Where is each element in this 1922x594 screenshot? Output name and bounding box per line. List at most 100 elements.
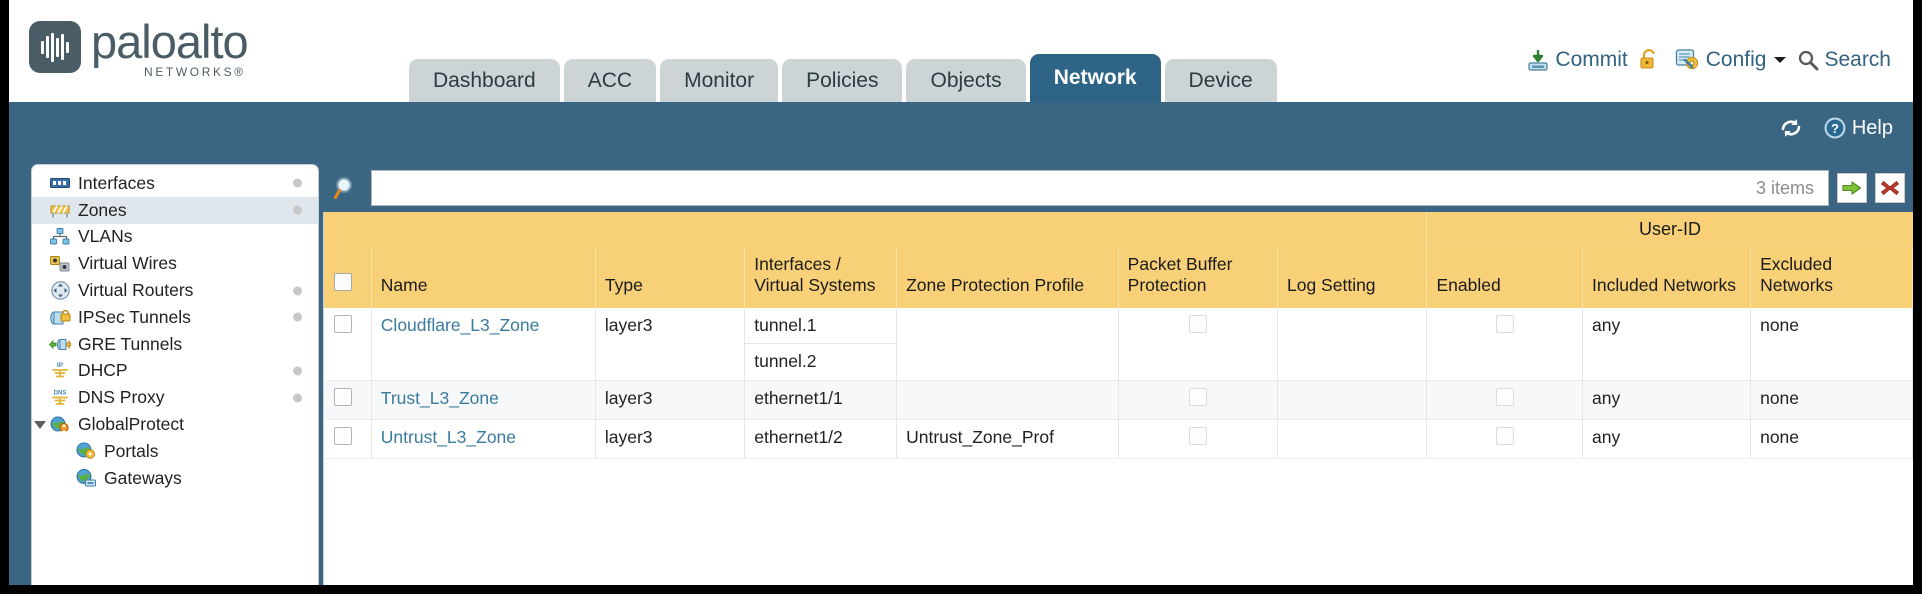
config-menu-button[interactable]: Config [1675,48,1788,72]
dns-proxy-icon: DNS [49,389,71,407]
sidebar-item-virtual-routers[interactable]: Virtual Routers [32,277,318,304]
packet-buffer-checkbox[interactable] [1188,427,1207,446]
brand-logo[interactable]: paloalto NETWORKS® [29,15,249,78]
search-button[interactable]: Search [1797,48,1891,72]
commit-icon [1526,48,1550,72]
sidebar-item-gateways[interactable]: Gateways [32,465,318,492]
table-row[interactable]: Trust_L3_Zone layer3 ethernet1/1 [324,380,1913,421]
sidebar-item-dhcp[interactable]: IP DHCP [32,358,318,385]
column-header-name[interactable]: Name [371,247,596,308]
status-dot [293,312,302,322]
globalprotect-icon [49,416,71,434]
zone-link[interactable]: Trust_L3_Zone [380,388,499,409]
tab-objects[interactable]: Objects [906,59,1026,102]
chevron-down-icon[interactable] [34,420,46,429]
unlock-button[interactable] [1638,48,1665,72]
sidebar-item-ipsec-tunnels[interactable]: IPSec Tunnels [32,304,318,331]
interfaces-icon [49,174,71,192]
row-select-cell [324,380,372,421]
table-row[interactable]: Cloudflare_L3_Zone layer3 tunnel.1 tunne… [324,307,1913,382]
search-icon [1797,49,1819,71]
userid-enabled-checkbox[interactable] [1495,427,1514,446]
cell-name: Cloudflare_L3_Zone [371,307,596,382]
apply-filter-button[interactable] [1837,173,1867,203]
virtual-routers-icon [49,281,71,300]
tab-device[interactable]: Device [1164,59,1277,102]
column-header-type[interactable]: Type [595,247,746,308]
sidebar-item-globalprotect[interactable]: GlobalProtect [32,411,318,438]
cell-excluded-networks: none [1750,307,1913,382]
column-header-log-setting[interactable]: Log Setting [1277,247,1428,308]
sidebar-item-interfaces[interactable]: Interfaces [32,170,318,197]
cell-log-setting [1277,419,1428,460]
help-button[interactable]: ? Help [1823,116,1893,140]
userid-enabled-checkbox[interactable] [1495,314,1514,333]
column-header-userid-enabled[interactable]: Enabled [1426,247,1584,308]
portals-icon [75,442,97,460]
table-body: Cloudflare_L3_Zone layer3 tunnel.1 tunne… [324,307,1913,460]
virtual-wires-icon [49,255,71,273]
column-header-packet-buffer-protection[interactable]: Packet Buffer Protection [1118,247,1279,308]
cell-log-setting [1277,380,1428,421]
sidebar-item-portals[interactable]: Portals [32,438,318,465]
sidebar-item-dns-proxy[interactable]: DNS DNS Proxy [32,384,318,411]
filter-bar: 3 items [323,164,1913,212]
userid-enabled-checkbox[interactable] [1495,388,1514,407]
row-checkbox[interactable] [334,427,352,446]
sidebar-item-label: DNS Proxy [78,387,165,408]
ipsec-tunnels-icon [49,308,71,326]
select-all-checkbox[interactable] [334,272,352,291]
cell-userid-enabled [1426,419,1584,460]
cell-userid-enabled [1426,380,1584,421]
status-dot [293,205,302,215]
column-header-excluded-networks[interactable]: Excluded Networks [1750,247,1913,308]
tab-network[interactable]: Network [1029,54,1161,102]
row-checkbox[interactable] [334,314,352,333]
svg-text:DNS: DNS [54,391,67,397]
cell-packet-buffer [1118,419,1279,460]
commit-button[interactable]: Commit [1526,48,1628,72]
zone-link[interactable]: Cloudflare_L3_Zone [380,314,540,335]
sidebar-item-virtual-wires[interactable]: Virtual Wires [32,250,318,277]
paloalto-logo-icon [29,21,81,73]
refresh-button[interactable] [1778,116,1809,140]
table-row[interactable]: Untrust_L3_Zone layer3 ethernet1/2 Untru… [324,419,1913,460]
help-icon: ? [1823,116,1847,140]
tab-dashboard[interactable]: Dashboard [409,59,560,102]
brand-name: paloalto [91,15,249,68]
config-label: Config [1705,48,1767,71]
row-checkbox[interactable] [334,388,352,407]
tab-acc[interactable]: ACC [563,59,657,102]
filter-input-wrap[interactable]: 3 items [371,170,1829,206]
column-header-zone-protection-profile[interactable]: Zone Protection Profile [896,247,1119,308]
packet-buffer-checkbox[interactable] [1188,388,1207,407]
table-header-row: Name Type Interfaces / Virtual Systems Z… [324,247,1913,308]
tab-monitor[interactable]: Monitor [660,59,779,102]
commit-label: Commit [1555,48,1628,71]
status-dot [293,366,302,376]
sidebar-item-label: DHCP [78,360,128,381]
column-header-included-networks[interactable]: Included Networks [1582,247,1752,308]
packet-buffer-checkbox[interactable] [1188,314,1207,333]
top-actions: Commit [1526,48,1891,72]
sidebar-item-zones[interactable]: Zones [32,196,318,224]
status-dot [293,286,302,296]
content-panel: 3 items [323,164,1913,585]
cell-type: layer3 [595,419,746,460]
interface-entry: tunnel.2 [754,351,817,372]
cell-packet-buffer [1118,307,1279,382]
filter-search-icon[interactable] [329,175,363,201]
clear-filter-button[interactable] [1875,173,1905,203]
cell-log-setting [1277,307,1428,382]
zone-link[interactable]: Untrust_L3_Zone [380,427,517,448]
group-header-userid: User-ID [1426,212,1913,249]
chevron-down-icon[interactable] [1773,55,1787,65]
search-input[interactable] [382,171,1756,205]
sidebar-item-gre-tunnels[interactable]: GRE Tunnels [32,331,318,358]
status-dot [293,393,302,403]
column-header-interfaces[interactable]: Interfaces / Virtual Systems [744,247,898,308]
sidebar-item-vlans[interactable]: VLANs [32,224,318,251]
tab-policies[interactable]: Policies [782,59,903,102]
cell-zone-protection: Untrust_Zone_Prof [896,419,1119,460]
